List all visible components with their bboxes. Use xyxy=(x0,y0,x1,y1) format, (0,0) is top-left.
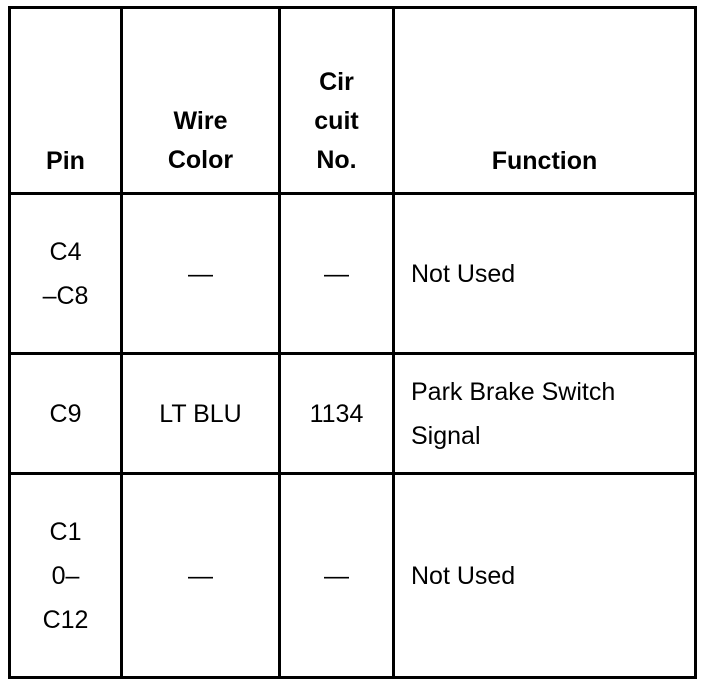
table-row: C9 LT BLU 1134 Park Brake Switch Signal xyxy=(8,352,697,475)
header-wire-color-line1: Wire xyxy=(173,107,228,135)
circuit-cell: — xyxy=(278,192,395,355)
header-pin: Pin xyxy=(8,6,123,195)
pin-cell: C4 –C8 xyxy=(8,192,123,355)
function-cell: Not Used xyxy=(392,472,697,679)
wire-color-cell: — xyxy=(120,472,281,679)
header-circuit-no: Cir cuit No. xyxy=(278,6,395,195)
pin-cell: C1 0– C12 xyxy=(8,472,123,679)
header-circuit-line1: Cir xyxy=(319,68,354,96)
header-function: Function xyxy=(392,6,697,195)
table-row: C1 0– C12 — — Not Used xyxy=(8,472,697,679)
header-circuit-line2: cuit xyxy=(314,107,359,135)
header-circuit-line3: No. xyxy=(316,146,357,174)
function-cell: Park Brake Switch Signal xyxy=(392,352,697,475)
connector-pinout-table: Pin Wire Color Cir cuit No. Function xyxy=(8,6,697,679)
table-header-row: Pin Wire Color Cir cuit No. Function xyxy=(8,6,697,195)
function-cell: Not Used xyxy=(392,192,697,355)
header-wire-color-line2: Color xyxy=(167,146,234,174)
wire-color-cell: LT BLU xyxy=(120,352,281,475)
circuit-cell: — xyxy=(278,472,395,679)
header-wire-color: Wire Color xyxy=(120,6,281,195)
table-row: C4 –C8 — — Not Used xyxy=(8,192,697,355)
pin-cell: C9 xyxy=(8,352,123,475)
wire-color-cell: — xyxy=(120,192,281,355)
connector-pinout-table-container: Pin Wire Color Cir cuit No. Function xyxy=(8,6,697,679)
circuit-cell: 1134 xyxy=(278,352,395,475)
